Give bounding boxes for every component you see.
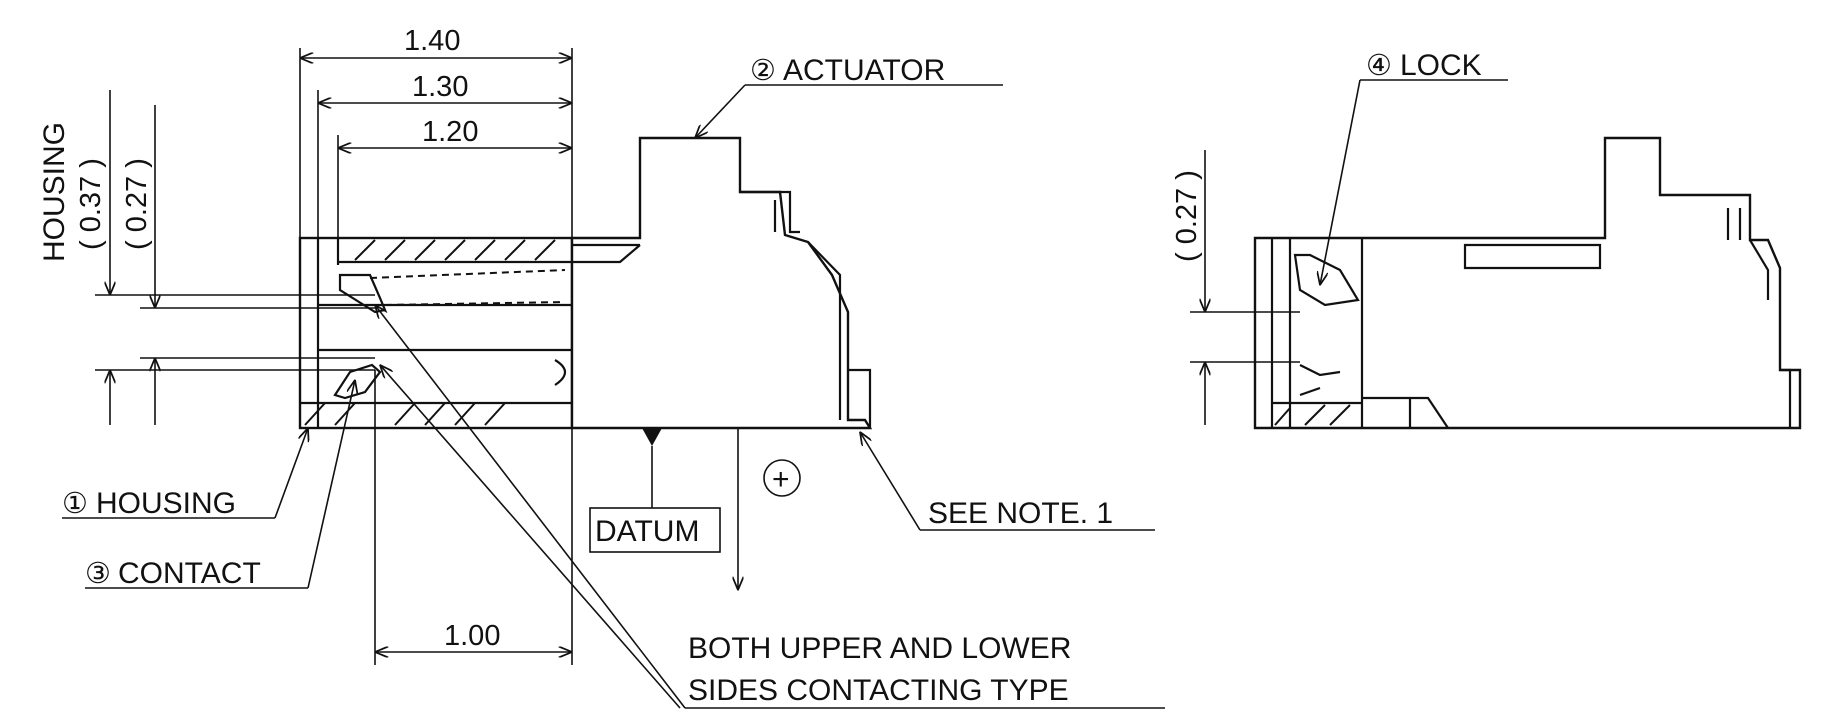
callout-see-note: SEE NOTE. 1: [860, 432, 1155, 531]
right-hatch-bottom: [1274, 404, 1351, 426]
left-actuator-body: [570, 136, 873, 430]
lock-number: ④: [1366, 48, 1392, 82]
dim-1-20: 1.20: [422, 116, 478, 148]
dim-1-00: 1.00: [444, 620, 500, 652]
housing-number: ①: [62, 486, 88, 520]
callout-contact: ③ CONTACT: [85, 380, 355, 590]
dim-1-40: 1.40: [404, 25, 460, 57]
lock-label: LOCK: [1400, 49, 1482, 82]
datum-label: DATUM: [595, 515, 699, 548]
callout-actuator: ② ACTUATOR: [695, 53, 1003, 138]
callout-lock: ④ LOCK: [1320, 48, 1508, 285]
callout-housing: ① HOUSING: [62, 428, 308, 520]
left-hatch-top: [354, 239, 556, 261]
right-section-view: ( 0.27 ): [1171, 136, 1802, 430]
dim-0-27-right: ( 0.27 ): [1171, 170, 1203, 262]
both-sides-line2: SIDES CONTACTING TYPE: [688, 674, 1069, 707]
see-note-label: SEE NOTE. 1: [928, 497, 1113, 530]
left-section-view: 1.40 1.30 1.20 1.00 HOUSING ( 0.37 ) ( 0…: [38, 25, 873, 665]
datum-marker: DATUM: [589, 428, 721, 553]
callout-both-sides: BOTH UPPER AND LOWER SIDES CONTACTING TY…: [375, 305, 1165, 709]
both-sides-line1: BOTH UPPER AND LOWER: [688, 632, 1071, 665]
contact-number: ③: [85, 556, 111, 590]
plus-direction-arrow: +: [738, 428, 801, 590]
dim-0-27-left: ( 0.27 ): [121, 158, 153, 250]
housing-dim-label: HOUSING: [38, 122, 71, 262]
actuator-number: ②: [750, 53, 776, 87]
dim-1-30: 1.30: [412, 71, 468, 103]
right-housing-outline: [1253, 136, 1802, 430]
housing-label: HOUSING: [96, 487, 236, 520]
lock-feature: [1293, 253, 1360, 307]
dim-0-37: ( 0.37 ): [75, 158, 107, 250]
actuator-label: ACTUATOR: [783, 54, 945, 87]
left-housing-outline: [298, 236, 574, 430]
contact-label: CONTACT: [118, 557, 261, 590]
plus-symbol: +: [772, 463, 790, 496]
